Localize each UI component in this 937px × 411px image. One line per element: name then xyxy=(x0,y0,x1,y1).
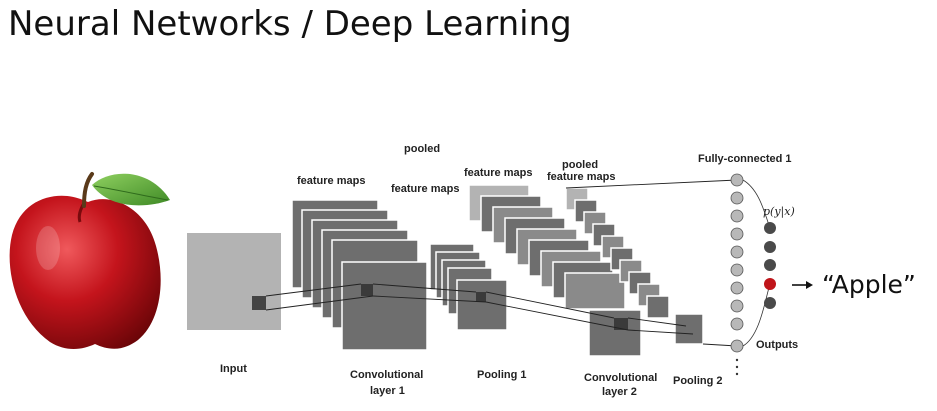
page-title: Neural Networks / Deep Learning xyxy=(8,4,572,44)
pooling1-label: Pooling 1 xyxy=(477,369,527,381)
pooled-label-1-line2: feature maps xyxy=(391,183,459,195)
selected-output-node xyxy=(764,278,776,290)
prediction-label: “Apple” xyxy=(822,270,916,299)
projection-lines xyxy=(265,179,738,347)
output-layer xyxy=(764,222,776,309)
input-label: Input xyxy=(220,363,247,375)
apple-image xyxy=(9,172,170,349)
input-map xyxy=(187,233,281,330)
prediction-arrow xyxy=(792,281,813,289)
conv1-label-line2: layer 1 xyxy=(370,385,405,397)
feature-maps-label-2: feature maps xyxy=(464,167,532,179)
conv2-label-line2: layer 2 xyxy=(602,386,637,398)
input-receptive-field xyxy=(252,296,266,310)
conv2-feature-maps xyxy=(468,184,642,357)
probability-label: p(y|x) xyxy=(763,205,795,219)
fully-connected-label: Fully-connected 1 xyxy=(698,153,792,165)
conv2-label-line1: Convolutional xyxy=(584,372,657,384)
pooled-label-2-line2: feature maps xyxy=(547,171,615,183)
pooled-label-1-line1: pooled xyxy=(404,143,440,155)
fully-connected-layer xyxy=(730,173,744,376)
outputs-label: Outputs xyxy=(756,339,798,351)
conv1-feature-maps xyxy=(291,199,428,351)
pooled-label-2-line1: pooled xyxy=(562,159,598,171)
feature-maps-label-1: feature maps xyxy=(297,175,365,187)
pooling2-label: Pooling 2 xyxy=(673,375,723,387)
pooled-maps-1 xyxy=(429,243,508,331)
pooled-maps-2 xyxy=(565,187,704,345)
conv1-label-line1: Convolutional xyxy=(350,369,423,381)
